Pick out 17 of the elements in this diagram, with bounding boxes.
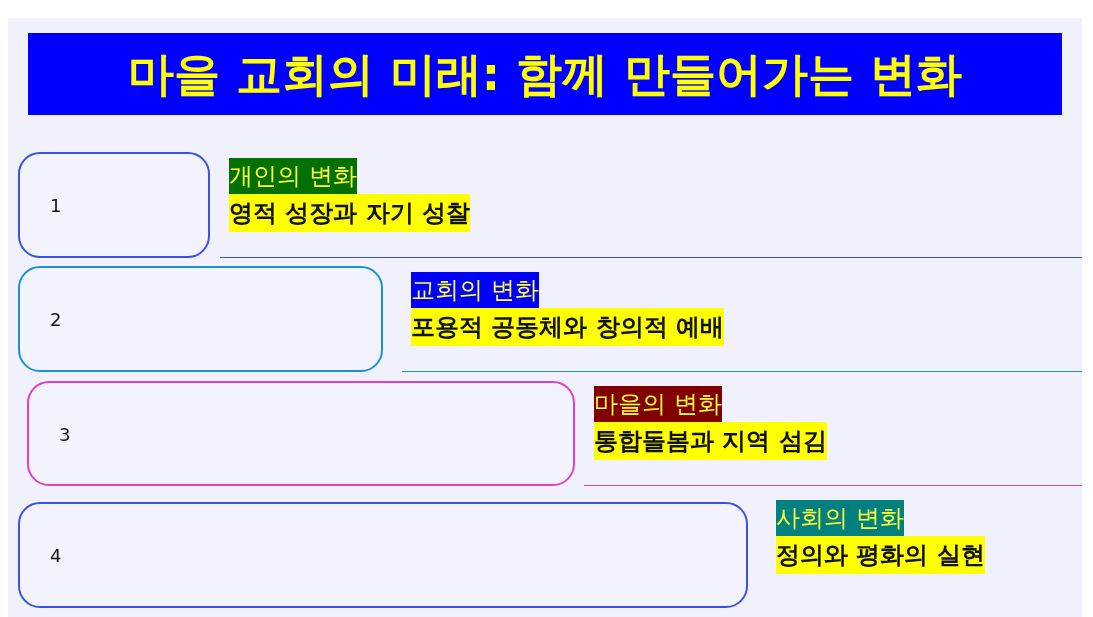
rounded-box bbox=[18, 152, 210, 258]
step-number: 1 bbox=[50, 194, 62, 216]
rounded-box bbox=[18, 266, 383, 372]
highlighted-heading: 사회의 변화 bbox=[776, 500, 904, 536]
highlighted-subtitle: 영적 성장과 자기 성찰 bbox=[229, 194, 471, 232]
highlighted-heading: 교회의 변화 bbox=[411, 272, 539, 308]
step-number: 2 bbox=[50, 308, 62, 330]
rounded-box bbox=[18, 502, 748, 608]
title-banner: 마을 교회의 미래: 함께 만들어가는 변화 bbox=[28, 33, 1062, 115]
step-number: 4 bbox=[50, 544, 62, 566]
highlighted-subtitle: 포용적 공동체와 창의적 예배 bbox=[411, 308, 725, 346]
highlighted-heading: 개인의 변화 bbox=[229, 158, 357, 194]
step-number: 3 bbox=[59, 423, 71, 444]
highlighted-subtitle: 정의와 평화의 실현 bbox=[776, 536, 985, 574]
highlighted-subtitle: 통합돌봄과 지역 섬김 bbox=[594, 422, 827, 460]
highlighted-heading: 마을의 변화 bbox=[594, 386, 722, 422]
rounded-box bbox=[27, 381, 575, 486]
